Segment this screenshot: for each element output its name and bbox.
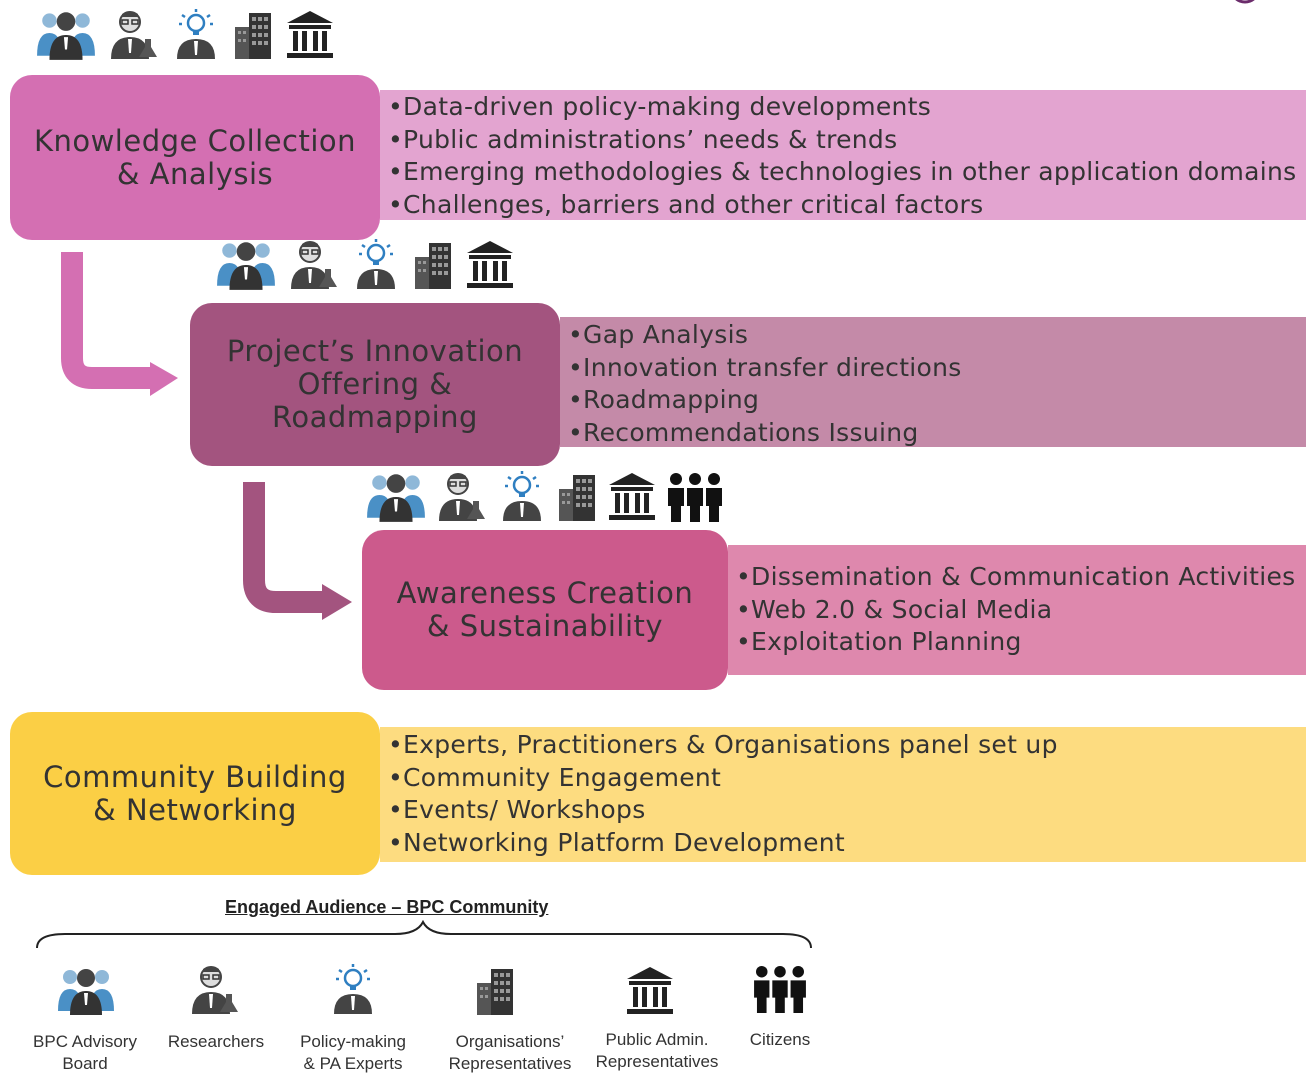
phase-4-item: Networking Platform Development <box>388 827 1306 860</box>
stakeholder-icons-phase-2 <box>215 238 515 290</box>
label-line: Representatives <box>448 1054 572 1073</box>
advisory-board-icon <box>35 8 97 60</box>
phase-3-item: Exploitation Planning <box>736 626 1306 659</box>
advisory-board-icon <box>215 238 277 290</box>
label-line: Policy-making <box>300 1032 406 1051</box>
phase-2-item: Innovation transfer directions <box>568 352 1306 385</box>
public-admin-building-icon <box>625 965 675 1015</box>
phase-2-title-line: Project’s Innovation <box>226 334 524 368</box>
phase-1-item: Challenges, barriers and other critical … <box>388 189 1306 221</box>
public-admin-building-icon <box>607 470 657 522</box>
phase-1-item: Data-driven policy-making developments <box>388 91 1306 124</box>
audience-label-policy-experts: Policy-making & PA Experts <box>283 1031 423 1075</box>
label-line: Organisations’ <box>455 1032 565 1051</box>
phase-4-title-line: & Networking <box>93 792 297 827</box>
phase-1-title-line: Knowledge Collection <box>33 123 357 158</box>
phase-3-activities: Dissemination & Communication Activities… <box>728 545 1306 675</box>
researcher-icon <box>190 963 240 1015</box>
logo-fragment-icon <box>1235 0 1255 4</box>
public-admin-building-icon <box>285 8 335 60</box>
audience-label-citizens: Citizens <box>710 1029 850 1051</box>
phase-1-item: Public administrations’ needs & trends <box>388 124 1306 157</box>
phase-2-box: Project’s Innovation Offering & Roadmapp… <box>190 303 560 466</box>
phase-4-box: Community Building & Networking <box>10 712 380 875</box>
flow-arrow-1-to-2 <box>61 252 178 396</box>
phase-4-item: Experts, Practitioners & Organisations p… <box>388 729 1306 762</box>
citizens-icon <box>667 472 723 522</box>
phase-1-item: Emerging methodologies & technologies in… <box>388 156 1306 189</box>
citizens-icon <box>752 965 808 1013</box>
phase-3-title-line: Awareness Creation <box>396 576 694 610</box>
organisation-building-icon <box>475 965 515 1015</box>
researcher-icon <box>289 238 339 290</box>
phase-3-box: Awareness Creation & Sustainability <box>362 530 728 690</box>
label-line: BPC Advisory <box>33 1032 137 1051</box>
phase-3-item: Web 2.0 & Social Media <box>736 594 1306 627</box>
policy-expert-icon <box>497 470 547 522</box>
label-line: Board <box>62 1054 108 1073</box>
phase-2-title-line: Offering & <box>297 367 453 401</box>
audience-brace <box>36 920 812 949</box>
policy-expert-icon <box>351 238 401 290</box>
audience-label-advisory-board: BPC Advisory Board <box>15 1031 155 1075</box>
organisation-building-icon <box>233 8 273 60</box>
policy-expert-icon <box>328 962 378 1016</box>
phase-1-activities: Data-driven policy-making developments P… <box>380 90 1306 220</box>
stakeholder-icons-phase-3 <box>365 470 723 522</box>
audience-label-organisations: Organisations’ Representatives <box>440 1031 580 1075</box>
researcher-icon <box>437 470 487 522</box>
phase-3-item: Dissemination & Communication Activities <box>736 561 1306 594</box>
label-line: Public Admin. <box>605 1030 709 1049</box>
phase-4-activities: Experts, Practitioners & Organisations p… <box>380 727 1306 862</box>
organisation-building-icon <box>413 238 453 290</box>
phase-4-item: Community Engagement <box>388 762 1306 795</box>
flow-arrow-2-to-3 <box>243 482 352 620</box>
organisation-building-icon <box>557 470 597 522</box>
stakeholder-icons-phase-1 <box>35 8 335 60</box>
phase-4-title-line: Community Building <box>43 759 347 794</box>
label-line: & PA Experts <box>303 1054 403 1073</box>
phase-2-title-line: Roadmapping <box>272 400 478 434</box>
label-line: Researchers <box>167 1032 265 1051</box>
policy-expert-icon <box>171 8 221 60</box>
public-admin-building-icon <box>465 238 515 290</box>
label-line: Representatives <box>595 1052 719 1071</box>
phase-4-item: Events/ Workshops <box>388 794 1306 827</box>
audience-label-researchers: Researchers <box>146 1031 286 1053</box>
phase-2-activities: Gap Analysis Innovation transfer directi… <box>560 317 1306 447</box>
phase-2-item: Recommendations Issuing <box>568 417 1306 448</box>
audience-label-public-admin: Public Admin. Representatives <box>587 1029 727 1073</box>
advisory-board-icon <box>365 470 427 522</box>
label-line: Citizens <box>749 1030 811 1049</box>
phase-1-title-line: & Analysis <box>116 156 274 191</box>
phase-2-item: Gap Analysis <box>568 319 1306 352</box>
advisory-board-icon <box>55 965 117 1015</box>
audience-title: Engaged Audience – BPC Community <box>225 897 549 917</box>
phase-1-box: Knowledge Collection & Analysis <box>10 75 380 240</box>
phase-2-item: Roadmapping <box>568 384 1306 417</box>
researcher-icon <box>109 8 159 60</box>
phase-3-title-line: & Sustainability <box>426 609 664 643</box>
